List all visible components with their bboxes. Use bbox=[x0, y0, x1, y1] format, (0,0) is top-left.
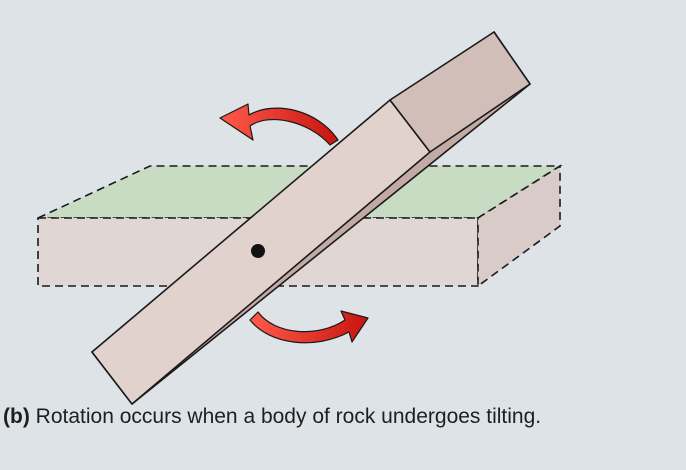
figure-caption: (b) Rotation occurs when a body of rock … bbox=[3, 404, 683, 430]
rotation-arrow-lower bbox=[249, 310, 369, 344]
caption-text: Rotation occurs when a body of rock unde… bbox=[29, 405, 542, 428]
rotation-arrow-upper bbox=[219, 103, 339, 146]
block-side-face bbox=[477, 164, 561, 288]
rotation-axis-point bbox=[251, 244, 265, 258]
caption-label: (b) bbox=[3, 405, 30, 428]
slab-upper-end bbox=[389, 31, 531, 153]
